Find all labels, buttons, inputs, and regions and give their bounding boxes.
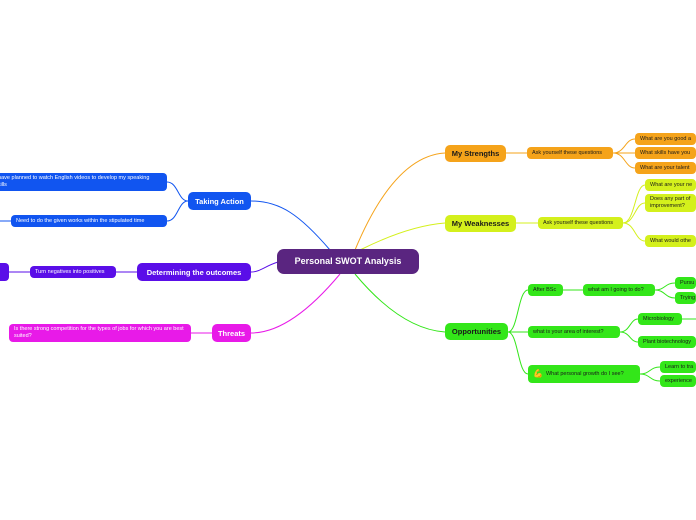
opportunities-interest[interactable]: what is your area of interest? <box>528 326 620 338</box>
taking-action-item-2[interactable]: Need to do the given works within the st… <box>11 215 167 227</box>
taking-action-item-1[interactable]: I have planned to watch English videos t… <box>0 173 167 191</box>
branch-opportunities[interactable]: Opportunities <box>445 323 508 340</box>
weaknesses-item-3[interactable]: What would othe <box>645 235 696 247</box>
link-opportunities <box>354 273 446 333</box>
growth-item-1[interactable]: Learn to tra <box>660 361 696 373</box>
going-item-2[interactable]: Trying <box>675 292 696 304</box>
growth-item-2[interactable]: experience <box>660 375 696 387</box>
strengths-question-prompt[interactable]: Ask yourself these questions <box>527 147 613 159</box>
strengths-item-3[interactable]: What are your talent <box>635 162 696 174</box>
interest-item-1[interactable]: Microbiology <box>638 313 682 325</box>
branch-outcomes[interactable]: Determining the outcomes <box>137 263 251 281</box>
outcomes-child-offscreen[interactable] <box>0 263 9 281</box>
branch-taking-action[interactable]: Taking Action <box>188 192 251 210</box>
link-strengths <box>354 152 446 251</box>
link-weaknesses <box>359 222 446 251</box>
growth-label: What personal growth do I see? <box>545 370 624 377</box>
branch-weaknesses[interactable]: My Weaknesses <box>445 215 516 232</box>
opportunities-after-bsc[interactable]: After BSc <box>528 284 563 296</box>
central-topic[interactable]: Personal SWOT Analysis <box>277 249 419 274</box>
weaknesses-question-prompt[interactable]: Ask yourself these questions <box>538 217 623 229</box>
flexed-biceps-icon: 💪 <box>533 369 543 379</box>
opportunities-growth[interactable]: 💪 What personal growth do I see? <box>528 365 640 383</box>
interest-item-2[interactable]: Plant biotechnology <box>638 336 696 348</box>
threats-sub[interactable]: Is there strong competition for the type… <box>9 324 191 342</box>
branch-threats[interactable]: Threats <box>212 324 251 342</box>
strengths-item-1[interactable]: What are you good a <box>635 133 696 145</box>
opportunities-going-to-do[interactable]: what am I going to do? <box>583 284 655 296</box>
going-item-1[interactable]: Pursu <box>675 277 696 289</box>
branch-strengths[interactable]: My Strengths <box>445 145 506 162</box>
outcomes-sub[interactable]: Turn negatives into positives <box>30 266 116 278</box>
strengths-item-2[interactable]: What skills have you <box>635 147 696 159</box>
link-outcomes <box>250 261 279 273</box>
link-threats <box>250 273 341 334</box>
link-taking-action <box>250 200 331 251</box>
weaknesses-item-1[interactable]: What are your ne <box>645 179 696 191</box>
weaknesses-item-2[interactable]: Does any part of improvement? <box>645 194 696 212</box>
